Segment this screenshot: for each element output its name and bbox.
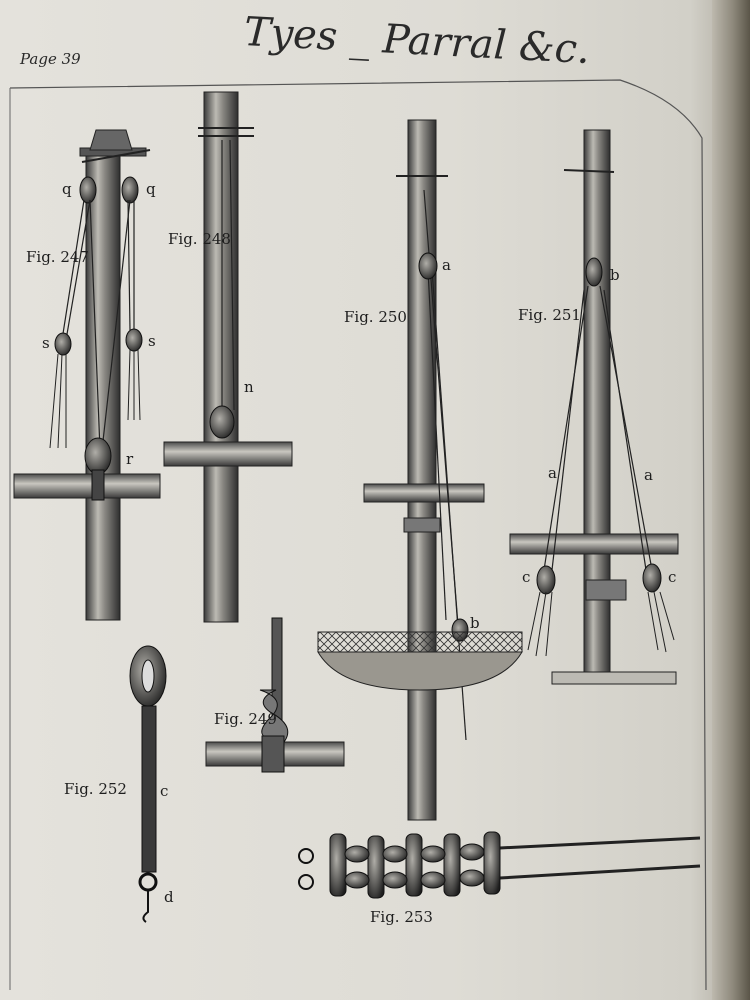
rope bbox=[599, 285, 653, 571]
hook bbox=[142, 890, 149, 923]
figure-250: Fig. 250 a b bbox=[317, 119, 523, 821]
crosstree bbox=[81, 149, 151, 163]
tye-strap bbox=[91, 469, 105, 501]
eye bbox=[298, 848, 314, 864]
letter-s: s bbox=[42, 334, 50, 352]
deck bbox=[551, 671, 677, 685]
letter-d: d bbox=[164, 888, 174, 906]
yard bbox=[363, 483, 485, 503]
rope bbox=[65, 199, 91, 341]
rope bbox=[127, 199, 131, 331]
rope bbox=[543, 285, 589, 571]
letter-s: s bbox=[148, 332, 156, 350]
figure-252: Fig. 252 c d bbox=[64, 645, 174, 923]
yard bbox=[163, 441, 293, 467]
rope bbox=[89, 199, 101, 451]
parral-rope bbox=[499, 836, 701, 850]
letter-b: b bbox=[470, 614, 480, 632]
lashing bbox=[89, 129, 133, 151]
block-b bbox=[585, 257, 603, 287]
figure-251: Fig. 251 b a a c c bbox=[509, 129, 679, 685]
figure-253: Fig. 253 bbox=[298, 831, 701, 926]
fig-251-label: Fig. 251 bbox=[518, 306, 581, 324]
eye bbox=[298, 874, 314, 890]
plate-border bbox=[9, 79, 707, 991]
falls bbox=[527, 591, 675, 657]
block-s-right bbox=[125, 328, 143, 352]
page-number: Page 39 bbox=[20, 50, 81, 68]
tye-block-n bbox=[209, 405, 235, 439]
yard bbox=[509, 533, 679, 555]
tye-block-r bbox=[84, 437, 112, 475]
rope bbox=[603, 289, 647, 571]
letter-c: c bbox=[522, 568, 530, 586]
letter-r: r bbox=[126, 450, 134, 468]
mast-cap-lower bbox=[585, 579, 627, 601]
thimble bbox=[138, 872, 158, 892]
cap bbox=[563, 169, 615, 173]
figure-249: Fig. 249 bbox=[205, 617, 345, 773]
fig-253-label: Fig. 253 bbox=[370, 908, 433, 926]
falls bbox=[49, 349, 141, 449]
rope bbox=[61, 199, 85, 341]
fig-249-label: Fig. 249 bbox=[214, 710, 277, 728]
letter-q: q bbox=[62, 180, 72, 198]
letter-c: c bbox=[160, 782, 168, 800]
letter-a: a bbox=[442, 256, 451, 274]
lashing bbox=[261, 735, 285, 773]
mast-band bbox=[403, 517, 441, 533]
figure-247: Fig. 247 q q s s r bbox=[13, 129, 161, 621]
rope bbox=[551, 289, 585, 571]
block-c-left bbox=[536, 565, 556, 595]
letter-q: q bbox=[146, 180, 156, 198]
block-q-left bbox=[79, 176, 97, 204]
rope bbox=[229, 139, 235, 411]
fig-247-label: Fig. 247 bbox=[26, 248, 89, 266]
fig-248-label: Fig. 248 bbox=[168, 230, 231, 248]
rope bbox=[427, 269, 447, 621]
fig-250-label: Fig. 250 bbox=[344, 308, 407, 326]
mast bbox=[407, 119, 437, 821]
letter-n: n bbox=[244, 378, 254, 396]
figure-248: Fig. 248 n bbox=[163, 91, 293, 623]
rope bbox=[101, 199, 131, 451]
letter-a: a bbox=[644, 466, 653, 484]
top-netting bbox=[317, 631, 523, 653]
letter-a: a bbox=[548, 464, 557, 482]
parral-rope bbox=[499, 864, 701, 880]
block-sheave bbox=[141, 659, 155, 693]
top-platform bbox=[317, 651, 523, 691]
block-q-right bbox=[121, 176, 139, 204]
fig-252-label: Fig. 252 bbox=[64, 780, 127, 798]
ribs-and-trucks bbox=[329, 831, 501, 899]
yard bbox=[13, 473, 161, 499]
block-c-right bbox=[642, 563, 662, 593]
pendant bbox=[141, 705, 157, 873]
letter-c: c bbox=[668, 568, 676, 586]
block-a bbox=[418, 252, 438, 280]
block-s-left bbox=[54, 332, 72, 356]
mast bbox=[203, 91, 239, 623]
letter-b: b bbox=[610, 266, 620, 284]
page-edge-shadow bbox=[712, 0, 750, 1000]
